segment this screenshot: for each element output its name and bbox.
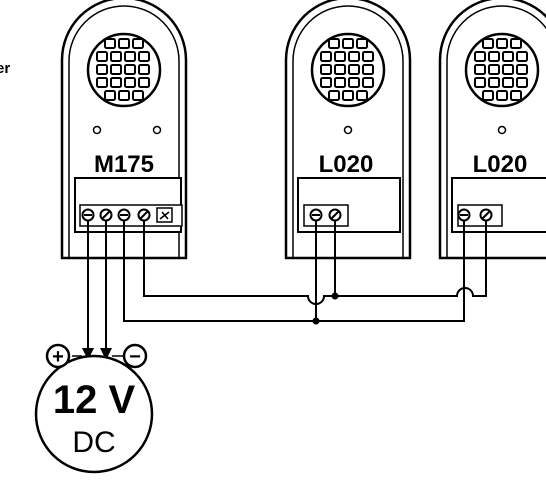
screw-terminal-icon bbox=[479, 208, 493, 222]
minus-terminal-icon: − bbox=[122, 343, 148, 369]
wiring bbox=[87, 221, 487, 348]
plus-symbol: + bbox=[52, 346, 64, 368]
model-label: L020 bbox=[473, 151, 528, 178]
screw-terminal-icon bbox=[137, 208, 151, 222]
indicator-led-icon bbox=[497, 125, 507, 135]
arrow-down-icon bbox=[100, 348, 112, 360]
indicator-led-icon bbox=[92, 125, 102, 135]
screw-terminal-icon bbox=[328, 208, 342, 222]
junction-dot bbox=[312, 317, 320, 325]
current-type-label: DC bbox=[72, 426, 115, 459]
arrow-down-icon bbox=[82, 348, 94, 360]
screw-terminal-icon bbox=[117, 208, 131, 222]
screw-terminal-icon bbox=[99, 208, 113, 222]
screw-terminal-icon bbox=[81, 208, 95, 222]
minus-symbol: − bbox=[129, 346, 141, 368]
junction-dot bbox=[331, 292, 339, 300]
bell-symbol-icon bbox=[156, 207, 173, 223]
unit-l020-2: L020 bbox=[438, 0, 546, 260]
model-label: L020 bbox=[319, 151, 374, 178]
voltage-label: 12 V bbox=[53, 378, 136, 422]
plus-terminal-icon: + bbox=[45, 343, 71, 369]
bus-wire-b bbox=[123, 221, 465, 322]
speaker-grille-icon bbox=[464, 32, 540, 108]
speaker-grille-icon bbox=[310, 32, 386, 108]
bus-wire-a bbox=[143, 221, 487, 305]
power-supply: + − 12 V DC bbox=[34, 343, 154, 474]
unit-m175: M175 bbox=[60, 0, 188, 260]
page-edge-text: er bbox=[0, 60, 10, 77]
model-label: M175 bbox=[94, 151, 154, 178]
indicator-led-icon bbox=[152, 125, 162, 135]
screw-terminal-icon bbox=[309, 208, 323, 222]
unit-l020-1: L020 bbox=[284, 0, 412, 260]
speaker-grille-icon bbox=[86, 32, 162, 108]
indicator-led-icon bbox=[343, 125, 353, 135]
screw-terminal-icon bbox=[457, 208, 471, 222]
